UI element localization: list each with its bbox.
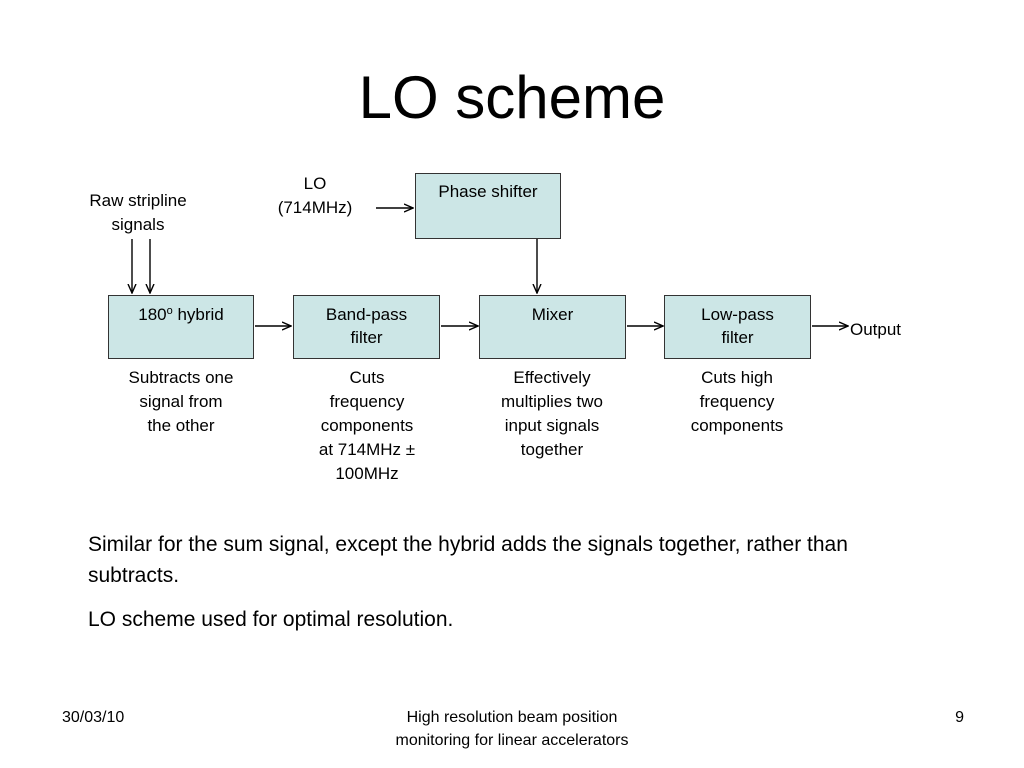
hybrid-prefix: 180 (138, 305, 167, 324)
lo-label: LO (714MHz) (262, 172, 368, 220)
lowpass-filter-label: Low-pass filter (701, 305, 774, 347)
footer-page-number: 9 (955, 709, 964, 726)
body-paragraph-2: LO scheme used for optimal resolution. (88, 608, 454, 631)
lowpass-filter-block: Low-pass filter (664, 295, 811, 359)
output-label: Output (850, 320, 902, 339)
mixer-block: Mixer (479, 295, 626, 359)
footer-title-line1: High resolution beam position (406, 709, 618, 726)
footer-title: High resolution beam position monitoring… (312, 706, 712, 752)
phase-shifter-label: Phase shifter (438, 182, 538, 201)
hybrid-degree-sup: o (166, 305, 173, 317)
lo-label-line1: LO (303, 174, 327, 193)
hybrid-description: Subtracts one signal from the other (128, 368, 234, 435)
bandpass-description: Cuts frequency components at 714MHz ± 10… (318, 368, 416, 483)
bandpass-filter-block: Band-pass filter (293, 295, 440, 359)
body-paragraph-1: Similar for the sum signal, except the h… (88, 533, 848, 587)
slide-title: LO scheme (358, 64, 666, 131)
hybrid-suffix: hybrid (172, 305, 224, 324)
footer-title-line2: monitoring for linear accelerators (395, 732, 629, 749)
hybrid-label: 180o hybrid (109, 303, 253, 326)
lo-label-line2: (714MHz) (277, 198, 353, 217)
hybrid-block: 180o hybrid (108, 295, 254, 359)
mixer-description: Effectively multiplies two input signals… (500, 368, 604, 459)
bandpass-filter-label: Band-pass filter (325, 305, 408, 347)
raw-stripline-signals-label: Raw stripline signals (89, 191, 187, 234)
phase-shifter-block: Phase shifter (415, 173, 561, 239)
lowpass-description: Cuts high frequency components (690, 368, 784, 435)
footer-date: 30/03/10 (62, 709, 125, 726)
mixer-label: Mixer (531, 305, 574, 324)
